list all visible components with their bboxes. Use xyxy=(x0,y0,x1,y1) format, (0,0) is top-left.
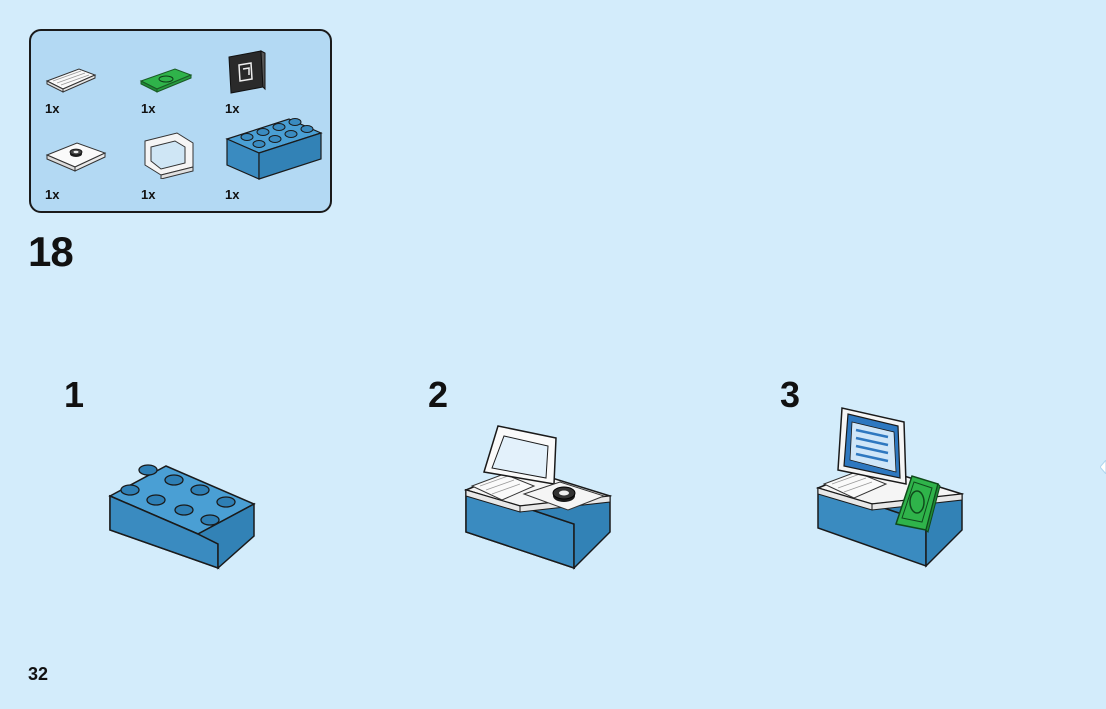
blue-brick-2x4-icon xyxy=(225,113,325,183)
quantity-label: 1x xyxy=(141,101,156,116)
green-money-tile-icon xyxy=(137,63,195,93)
substep-1-illustration xyxy=(106,460,258,572)
white-monitor-frame-icon xyxy=(139,129,199,179)
quantity-label: 1x xyxy=(225,101,240,116)
black-screen-tile-icon xyxy=(225,49,267,95)
substep-3-illustration xyxy=(816,404,966,570)
quantity-label: 1x xyxy=(225,187,240,202)
white-keyboard-tile-icon xyxy=(43,65,99,93)
step-number: 18 xyxy=(28,228,74,275)
substep-2-illustration xyxy=(464,420,616,570)
parts-list-box: 1x 1x 1x 1x xyxy=(29,29,332,213)
substep-number: 3 xyxy=(780,374,801,415)
next-page-arrow-icon xyxy=(1099,459,1106,475)
white-plate-with-stud-icon xyxy=(43,135,109,175)
substep-number: 1 xyxy=(64,374,85,415)
substep-number: 2 xyxy=(428,374,449,415)
quantity-label: 1x xyxy=(45,101,60,116)
page-number: 32 xyxy=(28,664,49,684)
quantity-label: 1x xyxy=(45,187,60,202)
quantity-label: 1x xyxy=(141,187,156,202)
